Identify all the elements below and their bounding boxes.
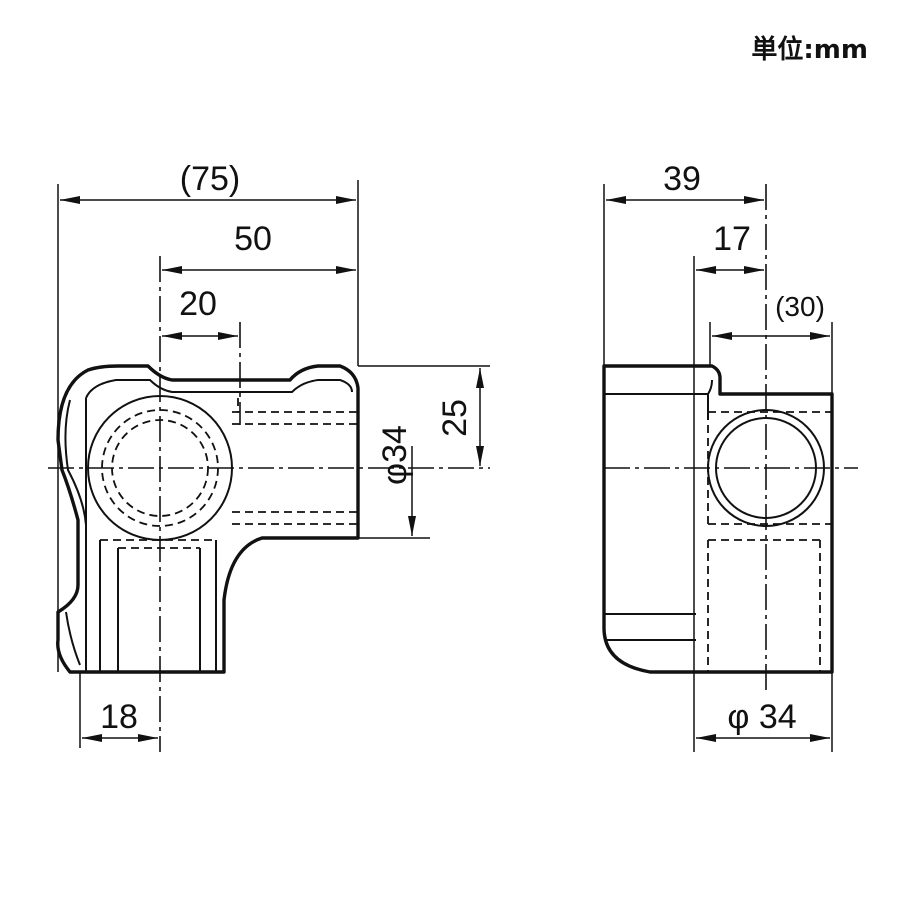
dim-text-phi34-front: φ34 xyxy=(376,425,414,485)
front-view xyxy=(48,256,490,752)
side-view-outline xyxy=(602,364,834,674)
side-view xyxy=(602,184,858,690)
dim-text-39: 39 xyxy=(663,160,701,198)
front-view-inner-contour xyxy=(85,379,353,672)
dim-text-25: 25 xyxy=(436,399,474,437)
front-view-left-wall xyxy=(64,399,87,666)
dim-text-17: 17 xyxy=(713,220,751,258)
front-view-outline xyxy=(56,364,360,674)
dim-text-30: (30) xyxy=(775,291,825,322)
front-view-dimensions: (75) 50 20 25 φ34 18 xyxy=(57,160,490,748)
dim-text-50: 50 xyxy=(234,220,272,258)
front-view-vertical-tube xyxy=(99,540,217,672)
front-view-vertical-tube-hidden xyxy=(100,539,216,549)
side-view-dimensions: 39 17 (30) φ 34 xyxy=(603,160,833,752)
unit-label: 単位:mm xyxy=(751,34,868,65)
side-view-inner-lines xyxy=(604,379,713,641)
dim-text-20: 20 xyxy=(179,285,217,323)
dim-text-75: (75) xyxy=(180,160,240,198)
dim-text-phi34-side: φ 34 xyxy=(727,698,796,736)
dim-text-18: 18 xyxy=(100,698,138,736)
